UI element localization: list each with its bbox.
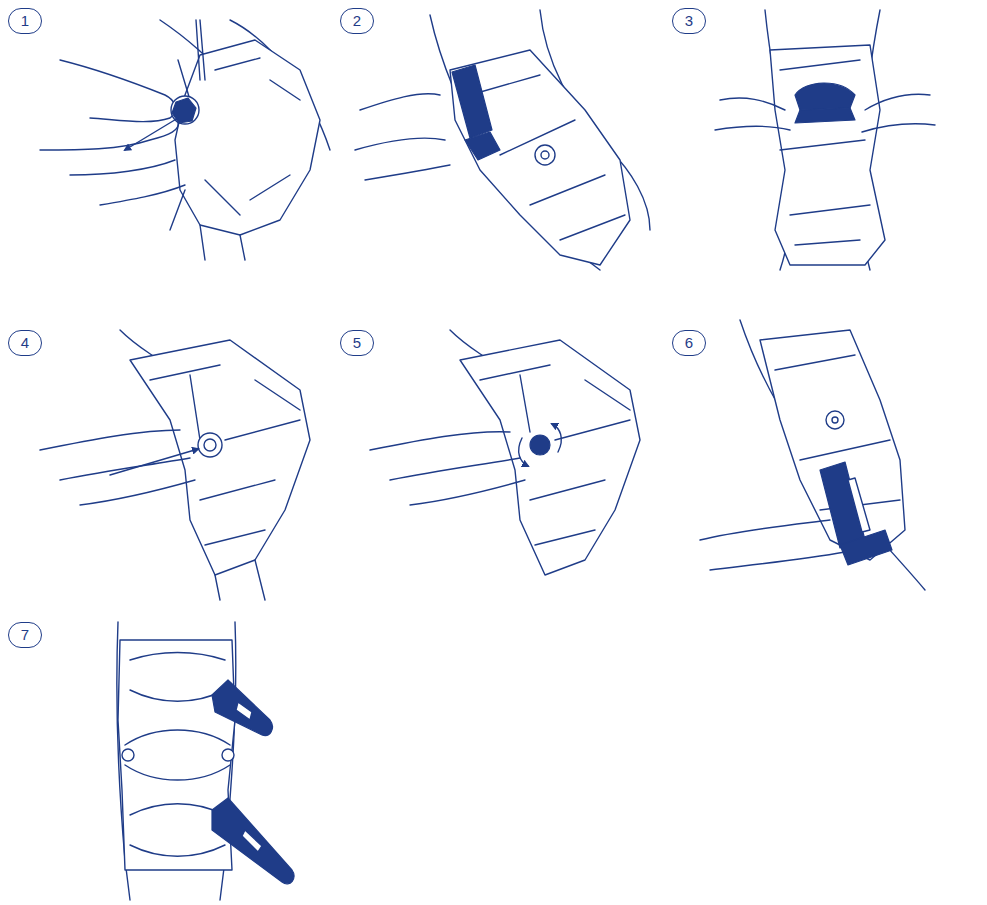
step-1-figure	[40, 20, 330, 260]
callout-number: 1	[8, 8, 42, 34]
callout-number: 6	[672, 330, 706, 356]
callout-number: 3	[672, 8, 706, 34]
step-6-figure	[700, 320, 925, 590]
callout-number: 4	[8, 330, 42, 356]
step-7-figure	[117, 622, 294, 900]
callout-number: 7	[8, 622, 42, 648]
step-4-figure	[40, 330, 310, 600]
step-3-figure	[715, 10, 935, 270]
step-2-figure	[355, 10, 650, 270]
step-5-figure	[370, 330, 640, 575]
callout-number: 2	[340, 8, 374, 34]
callout-number: 5	[340, 330, 374, 356]
